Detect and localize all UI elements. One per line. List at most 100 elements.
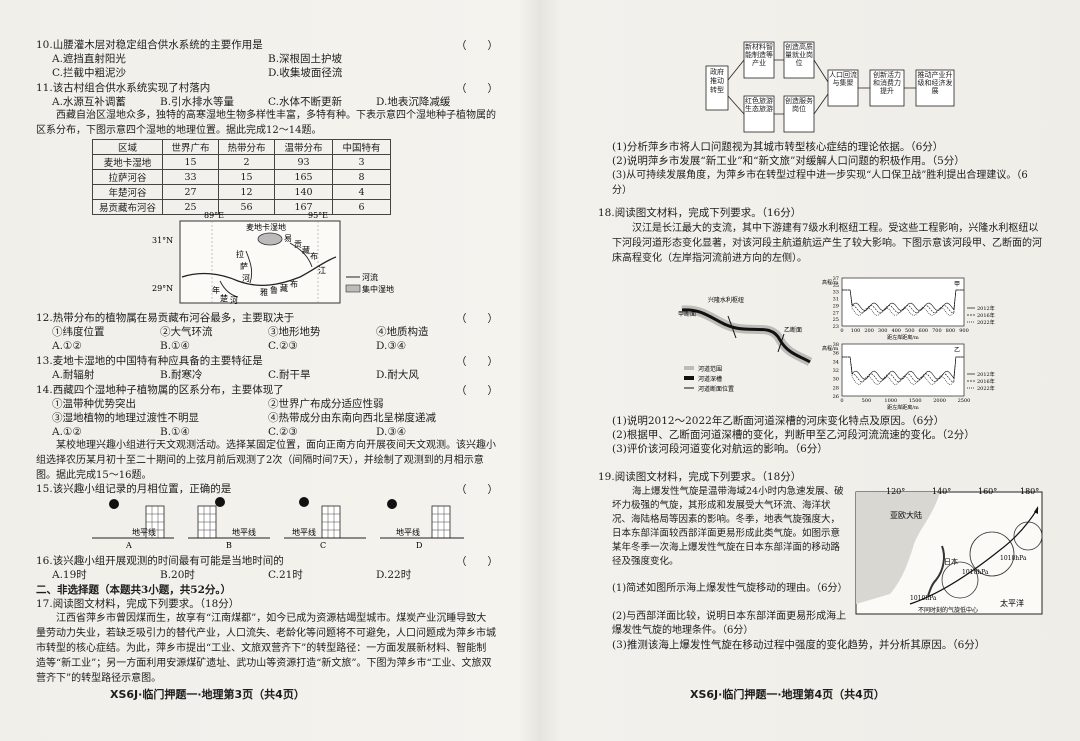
page-4: 政府推动转型 新材料智能制造等产业 创造高质量就业岗位 红色旅游生态旅游 创造服… xyxy=(540,0,1080,741)
hanjiang-river-map: 兴隆水利枢纽 甲断面 乙断面 河道范围 河道深槽 河道断面位置 xyxy=(676,284,816,396)
cyclone-map: 120° 140° 160° 180° 亚欧大陆 太平洋 日本 1010hPa … xyxy=(850,484,1046,624)
legend-wetland: 集中湿地 xyxy=(362,284,394,294)
chart-frame xyxy=(841,343,965,397)
legend-label: 2022年 xyxy=(977,319,995,326)
chart-frame xyxy=(841,277,965,327)
horizon-label: 地平线 xyxy=(292,527,316,537)
map-char: 萨 xyxy=(240,261,248,271)
flow-box-1: 新材料智能制造等产业 xyxy=(745,43,773,67)
flow-box-3: 红色旅游生态旅游 xyxy=(745,97,773,113)
q12-item-3: ③地形地势 xyxy=(268,326,321,338)
map-char: 布 xyxy=(290,279,298,289)
x-tick-label: 500 xyxy=(905,328,915,334)
x-tick-label: 300 xyxy=(878,328,888,334)
flow-box-2: 创造高质量就业岗位 xyxy=(785,43,813,67)
q19-material: 海上爆发性气旋是温带海域24小时内急速发展、破坏力极强的气旋，其形成和发展受大气… xyxy=(612,486,844,567)
q12-stem: 12.热带分布的植物属在易贡藏布河谷最多，主要取决于 xyxy=(36,312,295,324)
q12-item-2: ②大气环流 xyxy=(160,326,213,338)
horizon-label: 地平线 xyxy=(132,527,156,537)
q10-stem: 10.山腰灌木层对稳定组合供水系统的主要作用是 xyxy=(36,39,263,51)
table-cell: 15 xyxy=(162,154,220,170)
q14-item-2: ②世界广布成分适应性弱 xyxy=(268,398,384,410)
horizon-label: 地平线 xyxy=(232,527,256,537)
q16-option-c: C.21时 xyxy=(268,569,303,581)
q10-paren: （ ） xyxy=(456,40,498,52)
moon-option-c: C 地平线 xyxy=(284,497,366,550)
continent-label: 亚欧大陆 xyxy=(890,510,922,520)
map-char: 拉 xyxy=(236,249,244,259)
q10-option-a: A.遮挡直射阳光 xyxy=(52,53,126,65)
q19-sub-3: (3)推测该海上爆发性气旋在移动过程中强度的变化趋势，并分析其原因。（6分） xyxy=(612,639,986,651)
map-lon-89: 89°E xyxy=(204,211,224,220)
x-tick-label: 0 xyxy=(840,328,843,334)
japan-label: 日本 xyxy=(944,557,958,566)
q11-option-a: A.水源互补调蓄 xyxy=(52,96,126,108)
tibet-wetland-map: 89°E 95°E 31°N 29°N 麦地卡湿地 拉 萨 河 年 楚 河 易 … xyxy=(150,211,400,307)
section-tag: 甲 xyxy=(954,281,960,288)
map-lat-29: 29°N xyxy=(152,284,173,293)
q14-option-d: D.③④ xyxy=(376,426,407,438)
moon-option-a: A 地平线 xyxy=(92,499,174,550)
q14-item-1: ①温带种优势突出 xyxy=(52,398,136,410)
q15-stem: 15.该兴趣小组记录的月相位置，正确的是 xyxy=(36,483,232,495)
map-wetland-label: 麦地卡湿地 xyxy=(246,222,286,232)
ocean-label: 太平洋 xyxy=(1000,598,1024,608)
y-tick-label: 37 xyxy=(833,276,839,282)
y-tick-label: 27 xyxy=(833,310,839,316)
q12-paren: （ ） xyxy=(456,313,498,325)
q13-option-b: B.耐寒冷 xyxy=(160,369,203,381)
pressure-label-2: 1010hPa xyxy=(962,569,989,576)
q11-paren: （ ） xyxy=(456,83,498,95)
q10-option-d: D.收集坡面径流 xyxy=(268,67,343,79)
q12-option-d: D.③④ xyxy=(376,340,407,352)
table-cell: 拉萨河谷 xyxy=(91,169,164,185)
q18-sub-2: (2)根据甲、乙断面河道深槽的变化，判断甲至乙河段河流流速的变化。（2分） xyxy=(612,429,975,441)
table-cell: 25 xyxy=(162,199,220,215)
q18-sub-3: (3)评价该河段河道变化对航运的影响。（6分） xyxy=(612,443,828,455)
wetland-patch xyxy=(257,232,283,246)
q18-material: 汉江是长江最大的支流，其中下游建有7级水利枢纽工程。受这些工程影响，兴隆水利枢纽… xyxy=(612,223,1042,264)
y-tick-label: 38 xyxy=(833,342,839,348)
q18-sub-1: (1)说明2012～2022年乙断面河道深槽的河床变化特点及原因。（6分） xyxy=(612,415,945,427)
cyclone-map-lon-180: 180° xyxy=(1020,487,1039,496)
q17-material: 江西省萍乡市曾因煤而生，故享有“江南煤都”，如今已成为资源枯竭型城市。煤炭产业沉… xyxy=(36,613,496,684)
flora-table: 区域 世界广布 热带分布 温带分布 中国特有 麦地卡湿地 15 2 93 3 拉… xyxy=(91,139,392,215)
map-char: 河 xyxy=(230,295,238,305)
x-tick-label: 600 xyxy=(919,328,929,334)
river-legend-3: 河道断面位置 xyxy=(698,385,734,393)
y-tick-label: 33 xyxy=(833,290,839,296)
yarlung-river xyxy=(181,256,337,286)
q14-item-3: ③湿地植物的地理过渡性不明显 xyxy=(52,412,199,424)
x-tick-label: 0 xyxy=(840,398,843,404)
q18-stem: 18.阅读图文材料，完成下列要求。（16分） xyxy=(598,207,802,219)
cyclone-legend: 不同时刻的气旋低中心 xyxy=(918,606,978,614)
q16-option-b: B.20时 xyxy=(160,569,195,581)
q12-item-1: ①纬度位置 xyxy=(52,326,105,338)
legend-label: 2012年 xyxy=(977,371,995,378)
table-cell: 15 xyxy=(218,169,276,185)
q19-sub-1: (1)简述如图所示海上爆发性气旋移动的理由。（6分） xyxy=(612,583,848,594)
table-header: 世界广布 xyxy=(162,139,220,155)
page-3: 10.山腰灌木层对稳定组合供水系统的主要作用是 （ ） A.遮挡直射阳光 B.深… xyxy=(36,39,498,701)
table-cell: 6 xyxy=(332,199,392,215)
intro-15-16: 某校地理兴趣小组进行天文观测活动。选择某固定位置，面向正南方向开展夜间天文观测。… xyxy=(36,440,496,481)
legend-label: 2022年 xyxy=(977,385,995,392)
q17-sub-3: (3)从可持续发展角度，为萍乡市在转型过程中进一步实现“人口保卫战”胜利提出合理… xyxy=(612,170,1028,196)
x-tick-label: 100 xyxy=(851,328,861,334)
legend-label: 2016年 xyxy=(977,312,995,319)
pressure-label-3: 1010hPa xyxy=(1000,555,1027,562)
q14-paren: （ ） xyxy=(456,385,498,397)
q11-option-c: C.水体不断更新 xyxy=(268,96,342,108)
table-cell: 年楚河谷 xyxy=(91,184,164,200)
q16-stem: 16.该兴趣小组开展观测的时间最有可能是当地时间的 xyxy=(36,555,284,567)
table-cell: 165 xyxy=(274,169,334,185)
map-lat-31: 31°N xyxy=(152,236,173,245)
table-cell: 麦地卡湿地 xyxy=(91,154,164,170)
moon-option-b: B 地平线 xyxy=(188,497,270,550)
section-tag: 乙 xyxy=(954,347,960,354)
q10-option-b: B.深根固土护坡 xyxy=(268,53,343,65)
x-tick-label: 200 xyxy=(864,328,874,334)
y-tick-label: 34 xyxy=(833,359,839,365)
